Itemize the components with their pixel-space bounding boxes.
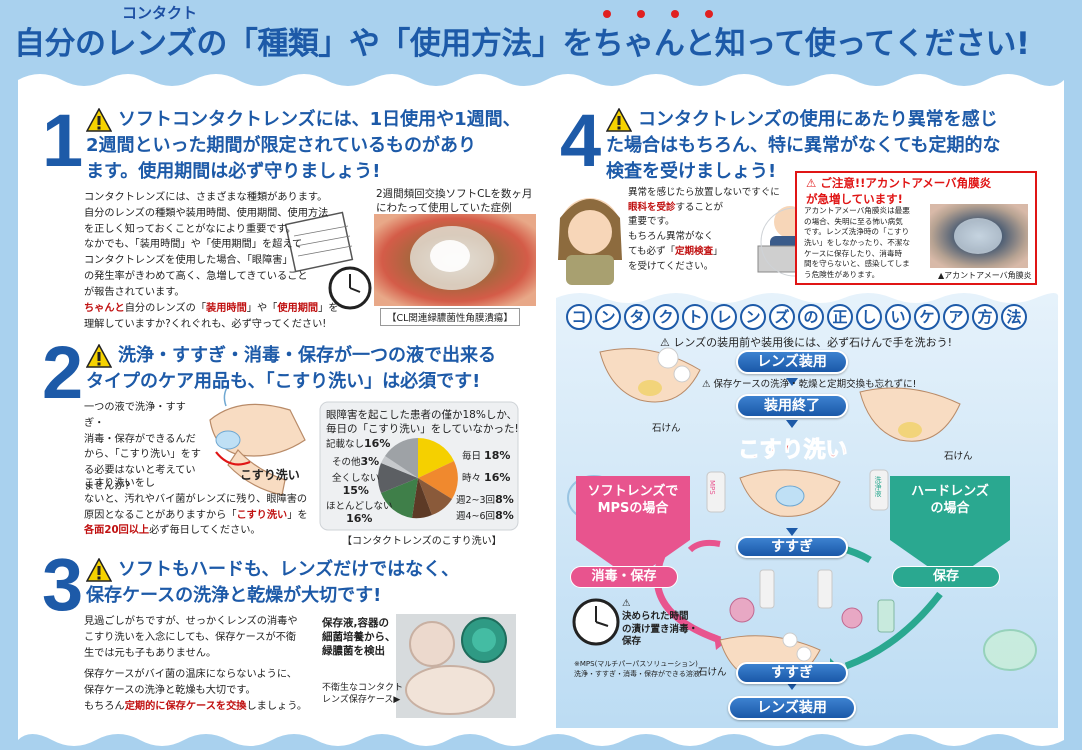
pie-chart-title: 眼障害を起こした患者の僅か18%しか、 毎日の「こすり洗い」をしていなかった! <box>326 409 519 436</box>
sec1-heading-l2: 2週間といった期間が限定されているものがあり <box>86 135 476 156</box>
step-store: 保存 <box>892 566 1000 588</box>
pie-chart-label: 【コンタクトレンズのこすり洗い】 <box>342 536 502 547</box>
pie-slice-other <box>381 456 418 478</box>
section-1-number: 1 <box>42 99 84 182</box>
hard-lens-label: ハードレンズ の場合 <box>911 484 989 516</box>
wash-bottle-label: 洗浄液 <box>874 476 882 497</box>
warning-icon <box>606 108 632 132</box>
crying-woman-illustration <box>558 198 622 285</box>
mps-bottle-label: MPS <box>708 480 716 495</box>
page-title: 自分のレンズの「種類」や「使用方法」をちゃんと知って使ってください! <box>14 26 1030 62</box>
step-wear-1: レンズ装用 <box>736 350 848 374</box>
sec4-heading-l3: 検査を受けましょう! <box>606 161 777 182</box>
sec3-photo-note: 保存液,容器の 細菌培養から、 緑膿菌を検出 <box>322 617 396 658</box>
sec3-heading-l1: ソフトもハードも、レンズだけではなく、 <box>118 559 460 580</box>
soft-lens-label: ソフトレンズで MPSの場合 <box>587 484 679 516</box>
pie-slice-2-3 <box>418 478 452 515</box>
care-case-note: ⚠ 保存ケースの洗浄・乾燥と定期交換も忘れずに! <box>702 379 917 390</box>
soap-label-2: 石けん <box>944 451 973 462</box>
soft-lens-arrow <box>576 476 690 580</box>
sec4-heading-l2: た場合はもちろん、特に異常がなくても定期的な <box>606 135 1001 156</box>
warning-icon <box>86 344 112 368</box>
alert-title: ⚠ ご注意!!アカントアメーバ角膜炎 が急増しています! <box>806 176 992 206</box>
sec4-body: 異常を感じたら放置しないですぐに 眼科を受診することが 重要です。 もちろん異常… <box>628 187 780 272</box>
sec1-photo-label: 【CL関連緑膿菌性角膜潰瘍】 <box>380 308 520 326</box>
step-disinfect: 消毒・保存 <box>570 566 678 588</box>
sec1-heading-l3: ます。使用期間は必ず守りましょう! <box>86 161 381 182</box>
pie-slice-4-6 <box>412 478 432 519</box>
section-4-number: 4 <box>560 99 602 182</box>
wash-bottle-icon <box>869 469 889 511</box>
sec1-body: コンタクトレンズには、さまざまな種類があります。 自分のレンズの種類や装用時間、… <box>84 192 339 330</box>
section-3-number: 3 <box>42 543 84 626</box>
pie-slice-no-record <box>385 438 418 478</box>
sec2-heading-l2: タイプのケア用品も、「こすり洗い」は必須です! <box>86 371 481 392</box>
sec2-body2: こすり洗いをし ないと、汚れやバイ菌がレンズに残り、眼障害の 原因となることがあ… <box>84 478 308 537</box>
pie-slice-never <box>378 463 418 493</box>
step-end: 装用終了 <box>736 394 848 418</box>
rub-label: こすり洗い <box>240 468 300 482</box>
step-wear-2: レンズ装用 <box>728 696 856 720</box>
alert-caption: ▲アカントアメーバ角膜炎 <box>938 271 1032 280</box>
warning-icon <box>86 108 112 132</box>
step-rinse-1: すすぎ <box>736 536 848 558</box>
header-ruby: コンタクト <box>122 4 198 22</box>
sec2-body1: 一つの液で洗浄・すすぎ・ 消毒・保存ができるんだ から、「こすり洗い」をす る必… <box>84 402 201 493</box>
pie-slice-daily <box>418 438 454 478</box>
sec3-photo-caption: 不衛生なコンタクト レンズ保存ケース▶ <box>322 683 404 706</box>
sec3-heading-l2: 保存ケースの洗浄と乾燥が大切です! <box>86 585 382 606</box>
sec1-heading-l1: ソフトコンタクトレンズには、1日使用や1週間、 <box>118 109 521 130</box>
hand-rub-illustration <box>209 385 306 496</box>
care-rub-title: こすり洗い <box>738 438 849 464</box>
mps-note: ※MPS(マルチパーパスソリューション) 洗浄・すすぎ・消毒・保存ができる溶液 <box>574 660 700 678</box>
hard-lens-arrow <box>890 476 1010 582</box>
pie-slice-almost-never <box>381 478 418 518</box>
sec1-photo-caption: 2週間頻回交換ソフトCLを数ヶ月 にわたって使用していた症例 <box>376 188 533 214</box>
sec3-body: 見過ごしがちですが、せっかくレンズの消毒や こすり洗いを入念にしても、保存ケース… <box>84 616 308 713</box>
sec4-heading-l1: コンタクトレンズの使用にあたり異常を感じ <box>638 109 998 130</box>
soap-label-3: 石けん <box>698 667 727 678</box>
timer-note: ⚠ 決められた時間 の漬け置き消毒・ 保存 <box>622 598 699 648</box>
rub-pie-chart <box>378 438 458 519</box>
alert-body: アカントアメーバ角膜炎は最悪 の場合、失明に至る怖い病気 です。レンズ洗浄時の「… <box>804 206 911 279</box>
care-title: コ ン タ ク ト レ ン ズ の 正 し い ケ ア 方 法 <box>566 304 1027 330</box>
step-rinse-2: すすぎ <box>736 662 848 684</box>
sec2-heading-l1: 洗浄・すすぎ・消毒・保存が一つの液で出来る <box>118 345 496 366</box>
warning-icon <box>86 558 112 582</box>
section-2-number: 2 <box>42 331 84 414</box>
care-wash-note: ⚠ レンズの装用前や装用後には、必ず石けんで手を洗おう! <box>660 336 952 349</box>
pie-slice-sometimes <box>418 461 458 499</box>
soap-label-1: 石けん <box>652 423 681 434</box>
mps-bottle-icon <box>706 471 726 513</box>
